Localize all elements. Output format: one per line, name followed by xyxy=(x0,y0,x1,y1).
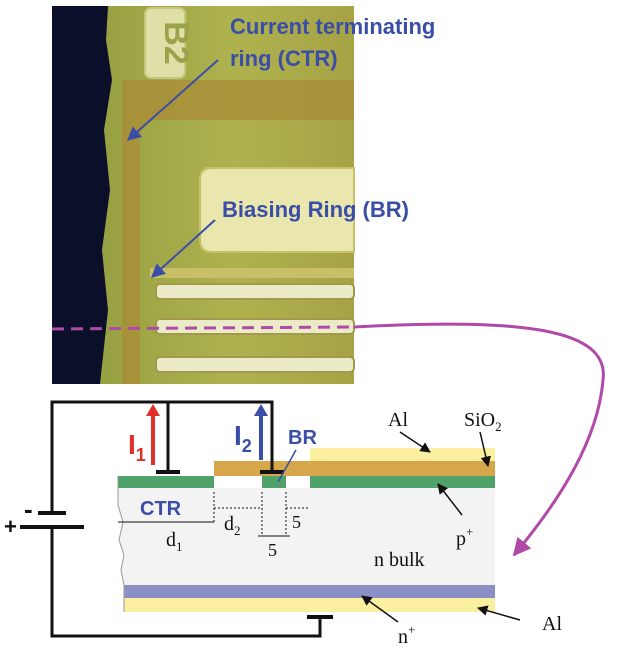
br-section-label: BR xyxy=(288,427,317,449)
ctr-implant xyxy=(118,476,214,488)
sio2-pointer xyxy=(479,431,491,468)
br-pointer-arrow xyxy=(150,219,216,278)
br-implant xyxy=(262,476,286,488)
circuit-wire-br xyxy=(168,400,274,472)
d1-label: d1 xyxy=(166,529,183,554)
al-bottom-layer xyxy=(124,598,495,612)
ctr-label-line2: ring (CTR) xyxy=(230,46,338,71)
cut-to-section-arrow xyxy=(353,322,605,557)
photo-strip-1 xyxy=(155,283,355,300)
al-top-layer xyxy=(310,448,495,461)
al-top-pointer xyxy=(399,431,431,453)
al-bottom-label: Al xyxy=(542,613,562,635)
section-left-edge xyxy=(117,476,125,612)
photo-strip-3 xyxy=(155,356,355,373)
chip-marking-box xyxy=(144,7,186,79)
ctr-pointer-arrow xyxy=(126,59,219,141)
ctr-label-line1: Current terminating xyxy=(230,14,435,39)
microscope-photo: B2 xyxy=(51,6,355,384)
battery-plus-label: + xyxy=(4,514,17,539)
biasing-ring-strip xyxy=(150,268,354,278)
br-photo-label: Biasing Ring (BR) xyxy=(222,197,409,222)
p-plus-label: p+ xyxy=(456,524,473,550)
i1-label: I1 xyxy=(128,429,146,465)
n-bulk-label: n bulk xyxy=(374,549,425,571)
br-label-pointer xyxy=(277,449,297,483)
battery-minus-label: - xyxy=(24,494,33,524)
p-plus-pointer xyxy=(437,483,463,516)
al-top-label: Al xyxy=(388,409,408,431)
n-plus-label: n+ xyxy=(398,622,415,648)
p-plus-implant xyxy=(310,476,495,488)
chip-edge xyxy=(52,6,112,384)
ctr-ring-shape xyxy=(122,80,354,384)
n-bulk-region xyxy=(118,488,495,585)
biasing-ring-pad xyxy=(199,167,355,253)
i1-arrowhead xyxy=(146,404,160,416)
sio2-label: SiO2 xyxy=(464,409,502,434)
circuit-wire xyxy=(50,400,170,513)
chip-marking: B2 xyxy=(157,21,195,64)
i2-arrowhead xyxy=(254,404,268,416)
cross-section xyxy=(20,400,521,638)
dim-5b-label: 5 xyxy=(268,540,277,560)
sio2-layer xyxy=(214,461,495,476)
circuit-wire-back xyxy=(50,527,322,638)
n-plus-layer xyxy=(124,585,495,598)
i2-label: I2 xyxy=(234,420,252,456)
ctr-section-label: CTR xyxy=(140,498,182,520)
al-bottom-pointer xyxy=(476,605,521,621)
cut-line xyxy=(51,325,355,331)
d2-label: d2 xyxy=(224,513,241,538)
n-plus-pointer xyxy=(361,595,399,623)
dim-5a-label: 5 xyxy=(292,512,301,532)
